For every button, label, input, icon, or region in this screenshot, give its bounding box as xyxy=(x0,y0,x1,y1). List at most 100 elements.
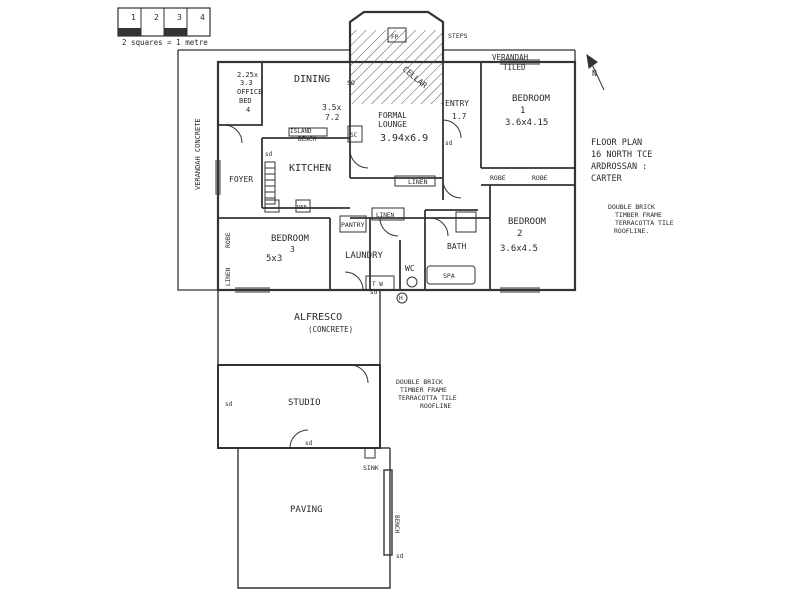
scale-tick: 1 xyxy=(131,13,136,22)
sc-box xyxy=(347,125,363,143)
label-linen3: LINEN xyxy=(225,268,232,286)
spa-tub xyxy=(426,265,476,285)
windows xyxy=(215,59,540,293)
hot-water-unit xyxy=(396,292,408,304)
island-bench xyxy=(288,127,328,137)
paving-edge xyxy=(237,448,391,589)
room-label-entry: ENTRY xyxy=(445,99,469,108)
label-steps: STEPS xyxy=(448,32,468,40)
studio-note: DOUBLE BRICK TIMBER FRAME TERRACOTTA TIL… xyxy=(396,378,457,410)
label-verandah-tiled: VERANDAH xyxy=(492,53,529,62)
construction-note: TIMBER FRAME xyxy=(615,211,662,219)
scale-tick: 4 xyxy=(200,13,205,22)
room-label-dining: DINING xyxy=(294,74,330,85)
room-label-office: BED xyxy=(239,97,252,105)
scale-fill xyxy=(118,28,141,36)
label-island-bench: ISLAND xyxy=(290,128,312,135)
fixtures xyxy=(264,27,477,459)
room-size-entry: 1.7 xyxy=(452,112,467,121)
label-pantry: PANTRY xyxy=(341,221,365,229)
room-label-bath: BATH xyxy=(447,242,466,251)
linen-box-2 xyxy=(371,207,405,221)
door-arc xyxy=(349,364,369,384)
room-num-bed1: 1 xyxy=(520,106,525,116)
label-island-bench: BENCH xyxy=(298,136,316,143)
studio-walls xyxy=(217,364,381,449)
room-sub-alfresco: (CONCRETE) xyxy=(308,325,353,334)
outbuildings xyxy=(217,290,393,589)
scale-fill xyxy=(164,28,187,36)
title-line: CARTER xyxy=(591,174,623,184)
internal-walls xyxy=(218,62,575,290)
room-size-lounge: 3.94x6.9 xyxy=(380,133,428,144)
door-arc xyxy=(379,217,399,237)
label-sink: SINK xyxy=(363,464,379,472)
door-arc xyxy=(442,119,462,139)
label-verandah-tiled: TILED xyxy=(503,63,526,72)
label-robe: ROBE xyxy=(224,232,232,248)
room-label-laundry: LAUNDRY xyxy=(345,251,384,261)
scale-tick: 3 xyxy=(177,13,182,22)
room-label-bed3: BEDROOM xyxy=(271,234,310,244)
fixture-labels: STEPS VERANDAH TILED VERANDAH CONCRETE I… xyxy=(194,32,548,560)
door-arc xyxy=(289,429,309,449)
toilet xyxy=(406,276,418,288)
title-line: FLOOR PLAN xyxy=(591,138,642,148)
room-label-office: 2.25x xyxy=(237,71,258,79)
construction-note: DOUBLE BRICK xyxy=(608,203,655,211)
label-robe: ROBE xyxy=(532,174,548,182)
cellar-hatch xyxy=(351,30,442,104)
label-sd: sd xyxy=(370,289,378,296)
room-label-bed2: BEDROOM xyxy=(508,217,547,227)
label-robe: ROBE xyxy=(490,174,506,182)
bench-strip xyxy=(383,469,393,556)
north-arrow-head xyxy=(586,53,598,69)
scale-bar: 1 2 3 4 2 squares = 1 metre xyxy=(117,7,211,47)
room-num-bed2: 2 xyxy=(517,229,522,239)
room-label-office: OFFICE xyxy=(237,88,262,96)
construction-note: ROOFLINE. xyxy=(614,227,649,235)
scale-tick: 2 xyxy=(154,13,159,22)
stair-step xyxy=(264,199,280,213)
door-arc xyxy=(429,217,449,237)
studio-note-line: TIMBER FRAME xyxy=(400,386,447,394)
room-num-bed3: 3 xyxy=(290,245,295,254)
label-spa: SPA xyxy=(443,272,455,280)
doors xyxy=(223,119,462,449)
pantry-box xyxy=(339,215,367,233)
title-block: FLOOR PLAN 16 NORTH TCE ARDROSSAN : CART… xyxy=(591,138,674,235)
room-size-bed1: 3.6x4.15 xyxy=(505,118,548,128)
linen-box xyxy=(394,175,436,187)
studio-note-line: TERRACOTTA TILE xyxy=(398,394,457,402)
door-arc xyxy=(442,179,462,199)
room-label-lounge: FORMAL xyxy=(378,111,407,120)
room-label-paving: PAVING xyxy=(290,505,323,515)
studio-note-line: ROOFLINE xyxy=(420,402,451,410)
title-line: 16 NORTH TCE xyxy=(591,150,652,160)
room-size-dining: 7.2 xyxy=(325,113,340,122)
room-label-alfresco: ALFRESCO xyxy=(294,312,342,323)
label-verandah-concrete: VERANDAH CONCRETE xyxy=(194,118,202,190)
label-bench: BENCH xyxy=(393,515,400,533)
stairs xyxy=(264,161,276,205)
room-label-office: 4 xyxy=(246,106,250,114)
sink-box xyxy=(364,447,376,459)
label-sd: sd xyxy=(265,151,273,158)
room-label-studio: STUDIO xyxy=(288,398,321,408)
door-arc xyxy=(223,124,243,144)
label-hw: H xyxy=(399,295,403,302)
label-sd: sd xyxy=(225,401,233,408)
verandah-edge xyxy=(177,50,218,291)
studio-note-line: DOUBLE BRICK xyxy=(396,378,443,386)
label-so: SO xyxy=(347,79,355,87)
bay-window xyxy=(348,10,445,62)
door-arc xyxy=(349,149,369,169)
label-sd: sd xyxy=(396,553,404,560)
door-arc xyxy=(344,271,364,291)
label-linen: LINEN xyxy=(408,178,428,186)
shower-box xyxy=(455,211,477,233)
room-label-office: 3.3 xyxy=(240,79,253,87)
label-sd: sd xyxy=(305,440,313,447)
scale-caption: 2 squares = 1 metre xyxy=(122,38,208,47)
north-letter: N xyxy=(592,69,597,78)
